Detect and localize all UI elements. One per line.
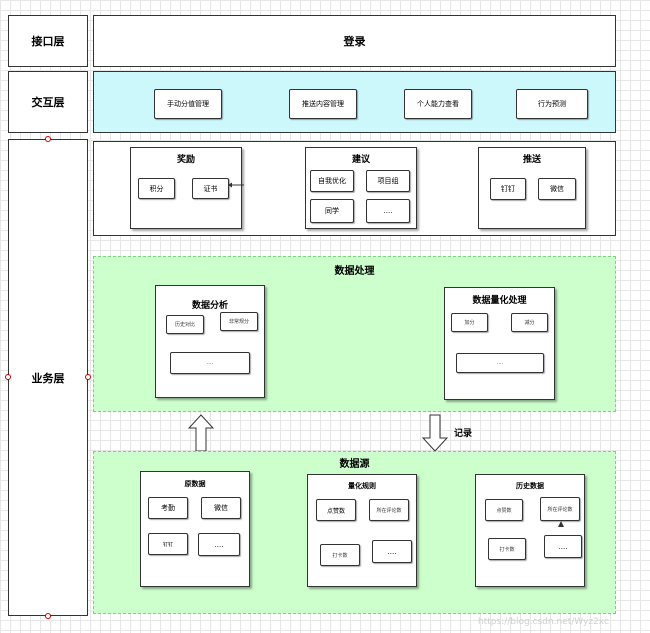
rules-more[interactable]: .... bbox=[372, 540, 412, 563]
selection-handle[interactable] bbox=[45, 613, 51, 619]
selection-handle[interactable] bbox=[45, 136, 51, 142]
arrow-up-small-icon bbox=[558, 521, 564, 527]
layer-label-business: 业务层 bbox=[8, 139, 88, 616]
suggest-more[interactable]: .... bbox=[366, 199, 410, 223]
quantify-add[interactable]: 加分 bbox=[451, 313, 488, 332]
watermark: https://blog.csdn.net/Wyz2xc bbox=[478, 617, 609, 627]
suggest-title: 建议 bbox=[351, 155, 370, 165]
history-comments[interactable]: 所在评论数 bbox=[540, 497, 580, 521]
arrow-up-icon bbox=[188, 414, 214, 452]
suggest-self-optimize[interactable]: 自我优化 bbox=[310, 170, 354, 192]
data-analysis-group[interactable] bbox=[155, 285, 265, 398]
personal-ability-view[interactable]: 个人能力查看 bbox=[404, 89, 472, 119]
analysis-unusual-score[interactable]: 非常规分 bbox=[220, 312, 258, 331]
data-quantify-group[interactable] bbox=[444, 287, 555, 400]
behavior-prediction[interactable]: 行为预测 bbox=[516, 89, 588, 119]
suggest-project-group[interactable]: 项目组 bbox=[366, 170, 410, 192]
reward-points[interactable]: 积分 bbox=[138, 178, 175, 199]
raw-more[interactable]: .... bbox=[198, 533, 240, 556]
layer-label-interface: 接口层 bbox=[8, 15, 88, 67]
quantify-subtract[interactable]: 减分 bbox=[511, 313, 548, 332]
layer-label-interaction: 交互层 bbox=[8, 71, 88, 133]
suggest-classmate[interactable]: 同学 bbox=[310, 199, 354, 223]
history-checkins[interactable]: 打卡数 bbox=[488, 538, 526, 560]
manual-score-management[interactable]: 手动分值管理 bbox=[154, 89, 222, 119]
rules-checkins[interactable]: 打卡数 bbox=[320, 544, 360, 566]
raw-data-title: 原数据 bbox=[184, 480, 206, 488]
reward-certificate[interactable]: 证书 bbox=[192, 178, 229, 199]
selection-handle[interactable] bbox=[85, 374, 91, 380]
rules-comments[interactable]: 所在评论数 bbox=[369, 499, 409, 521]
data-source-title: 数据源 bbox=[339, 459, 370, 470]
push-dingtalk[interactable]: 钉钉 bbox=[490, 178, 526, 200]
quantify-more[interactable]: .... bbox=[456, 353, 544, 373]
quantify-rules-title: 量化规则 bbox=[348, 482, 376, 490]
analysis-history-compare[interactable]: 历史对比 bbox=[166, 315, 204, 334]
selection-handle[interactable] bbox=[5, 374, 11, 380]
push-content-management[interactable]: 推送内容管理 bbox=[289, 89, 357, 119]
data-processing-title: 数据处理 bbox=[334, 266, 375, 277]
raw-data-group[interactable] bbox=[140, 471, 250, 587]
arrow-left-icon bbox=[228, 182, 244, 188]
analysis-more[interactable]: .... bbox=[170, 352, 250, 374]
data-analysis-title: 数据分析 bbox=[191, 301, 228, 311]
raw-attendance[interactable]: 考勤 bbox=[148, 497, 188, 519]
arrow-down-icon bbox=[422, 414, 448, 452]
rules-likes[interactable]: 点赞数 bbox=[316, 499, 356, 521]
push-title: 推送 bbox=[522, 155, 541, 165]
history-data-title: 历史数据 bbox=[516, 482, 544, 490]
quantify-rules-group[interactable] bbox=[307, 474, 417, 587]
push-wechat[interactable]: 微信 bbox=[538, 178, 576, 200]
data-quantify-title: 数据量化处理 bbox=[472, 296, 527, 306]
raw-dingtalk[interactable]: 钉钉 bbox=[148, 533, 188, 555]
reward-title: 奖励 bbox=[176, 155, 195, 165]
login-box[interactable]: 登录 bbox=[93, 15, 616, 67]
record-label: 记录 bbox=[454, 429, 473, 439]
history-likes[interactable]: 点赞数 bbox=[485, 499, 523, 521]
history-data-group[interactable] bbox=[475, 474, 585, 587]
history-more[interactable]: .... bbox=[544, 535, 582, 558]
raw-wechat[interactable]: 微信 bbox=[201, 497, 241, 519]
